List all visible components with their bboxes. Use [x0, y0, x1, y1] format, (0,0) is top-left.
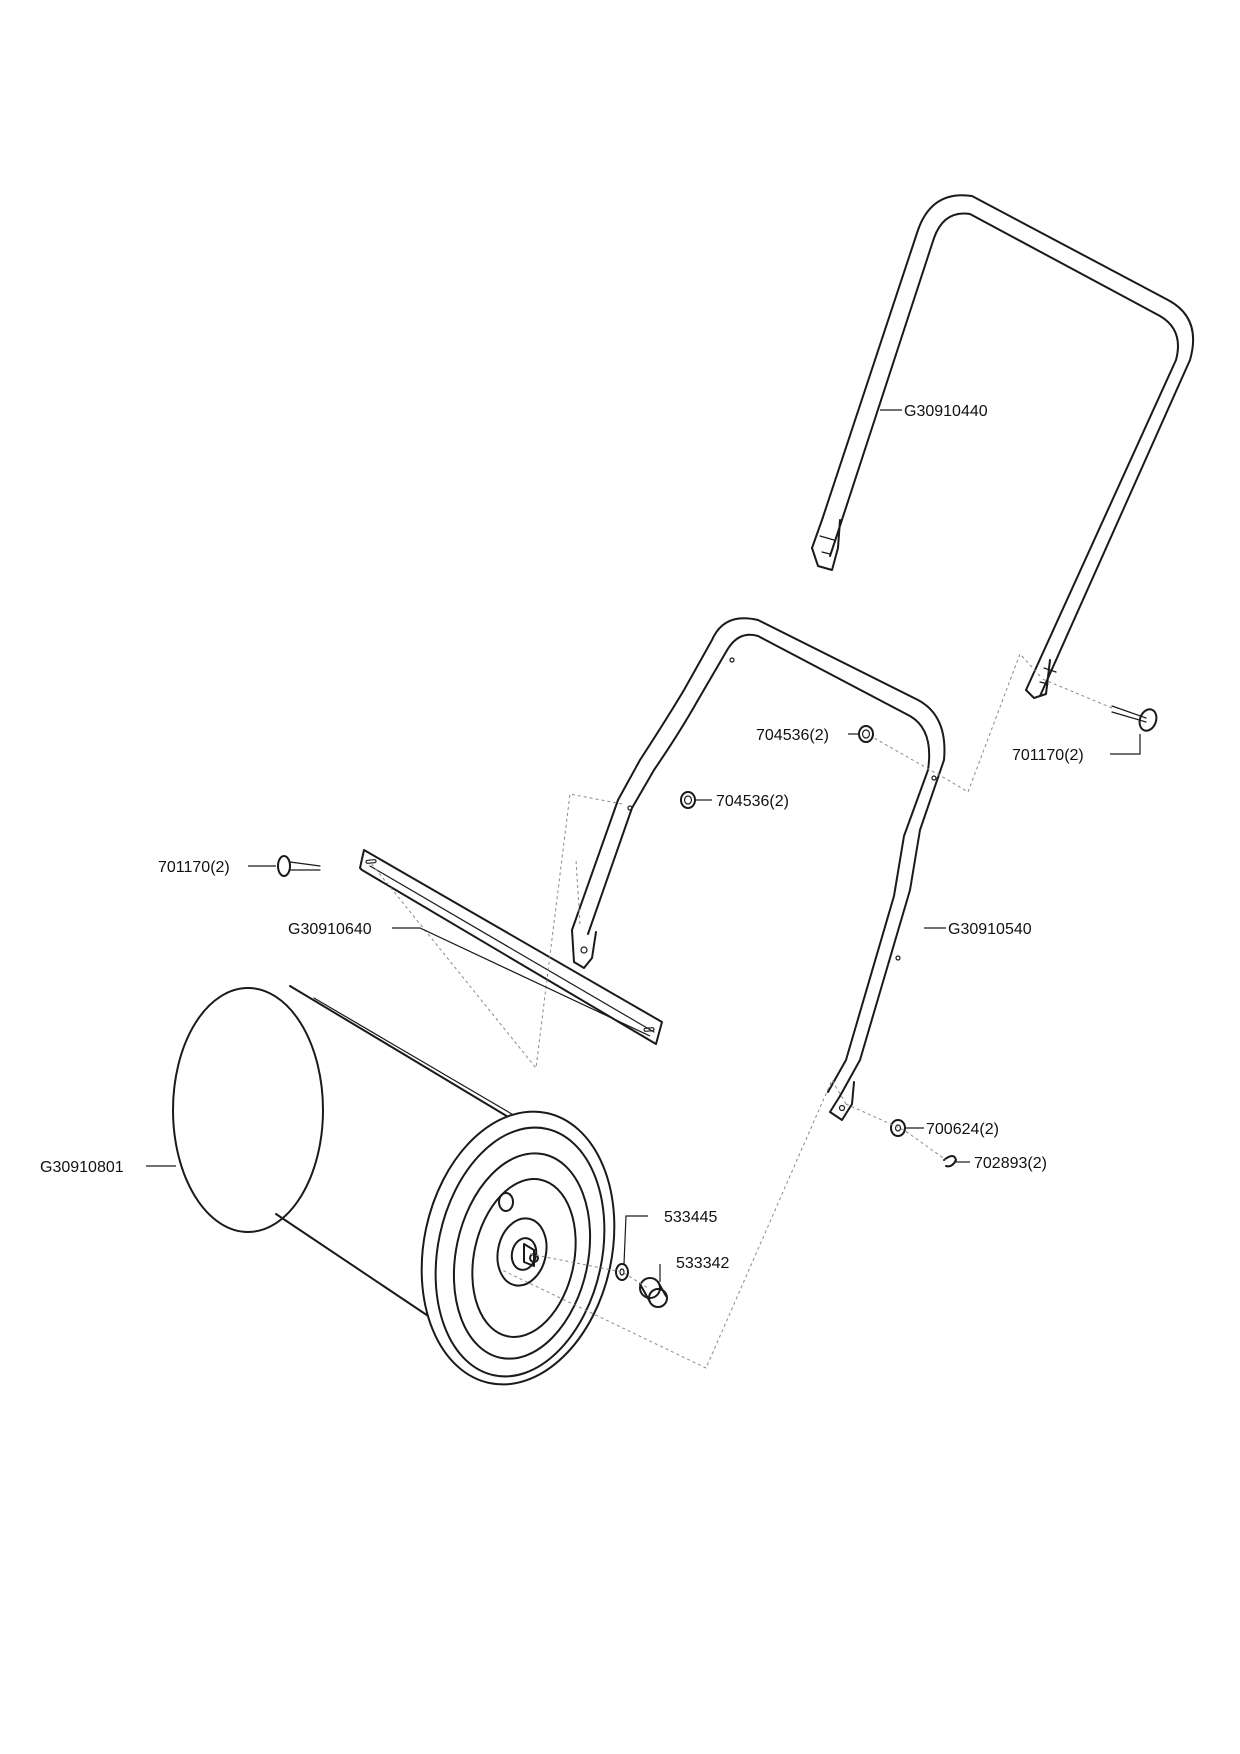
bolt-left-part — [277, 855, 321, 877]
callout-drum: G30910801 — [40, 1159, 124, 1176]
lower-handle-part — [571, 617, 946, 1121]
roller-drum-part — [172, 985, 616, 1386]
callout-lower-handle: G30910540 — [948, 921, 1032, 938]
callout-clip: 702893(2) — [974, 1155, 1047, 1172]
cap-part — [639, 1277, 668, 1308]
callout-nut-left: 704536(2) — [716, 793, 789, 810]
callout-labels: G30910440 701170(2) 704536(2) 704536(2) … — [40, 403, 1084, 1272]
clip-part — [943, 1155, 957, 1168]
callout-crossbar: G30910640 — [288, 921, 372, 938]
callout-washer-right: 700624(2) — [926, 1121, 999, 1138]
assembly-lines — [369, 653, 1113, 1369]
bolt-right-part — [1111, 705, 1158, 732]
crossbar-part — [359, 849, 663, 1045]
washer-center-part — [615, 1263, 629, 1281]
washer-right-part — [890, 1119, 906, 1137]
callout-nut-right: 704536(2) — [756, 727, 829, 744]
nut-left-part — [680, 791, 696, 809]
callout-washer-center: 533445 — [664, 1209, 717, 1226]
upper-handle-part — [811, 194, 1195, 699]
nut-right-part — [858, 725, 874, 743]
callout-bolt-right: 701170(2) — [1012, 747, 1084, 764]
callout-cap: 533342 — [676, 1255, 729, 1272]
callout-upper-handle: G30910440 — [904, 403, 988, 420]
leader-lines — [146, 409, 1141, 1282]
callout-bolt-left: 701170(2) — [158, 859, 230, 876]
